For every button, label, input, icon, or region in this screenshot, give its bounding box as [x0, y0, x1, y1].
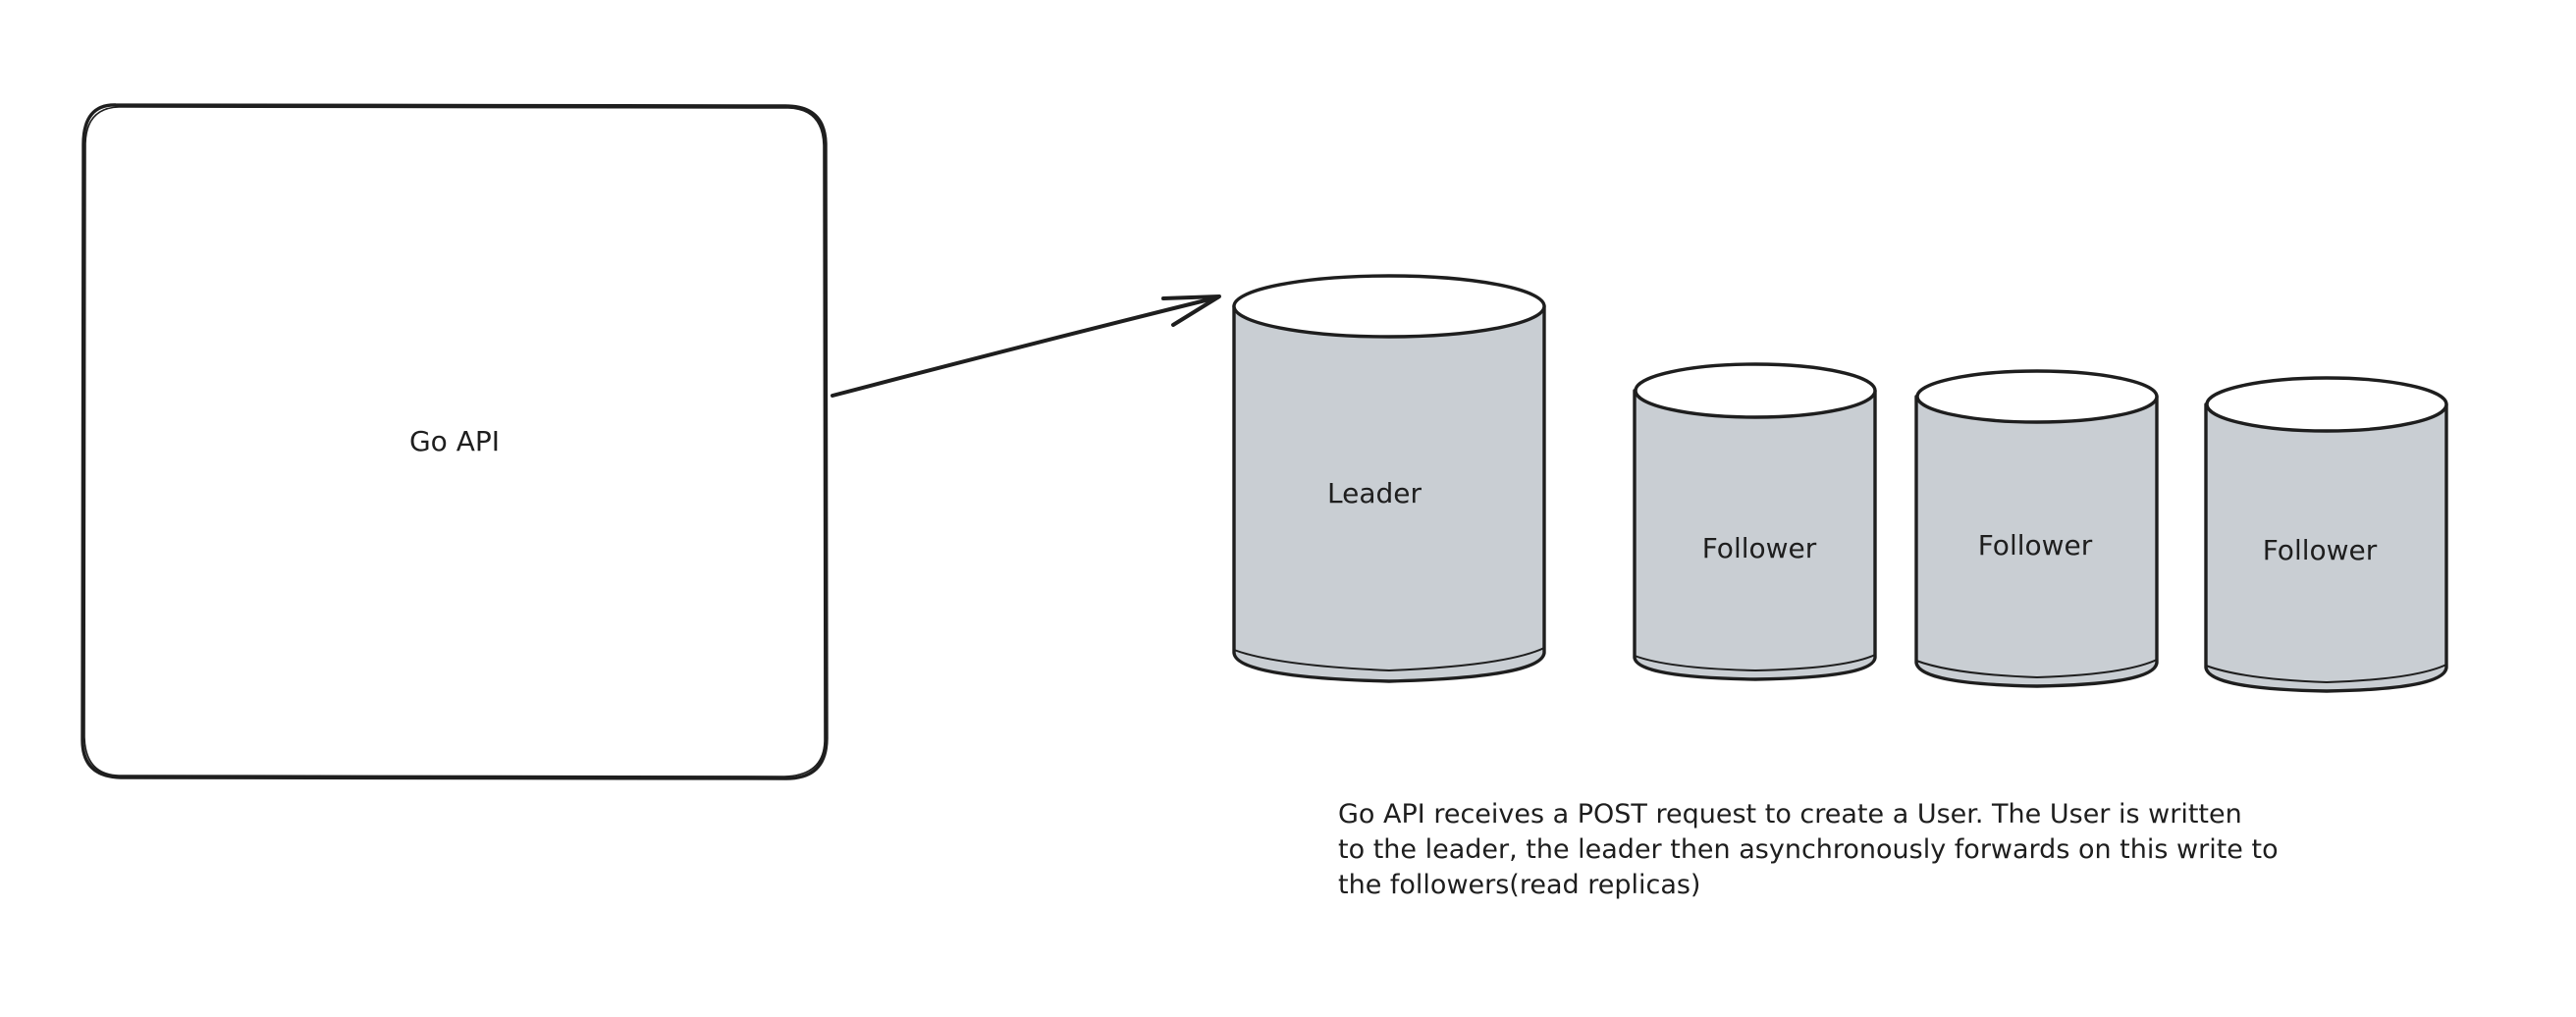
follower-db-node[interactable]: Follower: [1633, 362, 1877, 681]
follower-db-body: [2204, 402, 2448, 693]
write-arrow: [831, 294, 1221, 398]
follower-db-bottom-rim: [2205, 664, 2447, 683]
follower-db-top: [1634, 362, 1877, 419]
write-arrow-head: [1161, 294, 1221, 327]
follower-db-label: Follower: [2263, 534, 2378, 566]
follower-db-body: [1914, 395, 2159, 688]
go-api-label: Go API: [409, 425, 500, 457]
follower-db-bottom-rim: [1634, 654, 1876, 671]
leader-db-bottom-rim: [1233, 647, 1545, 671]
write-arrow-shaft: [831, 295, 1219, 398]
follower-db-top: [2205, 376, 2448, 433]
description-text: Go API receives a POST request to create…: [1338, 799, 2279, 900]
leader-db-label: Leader: [1327, 477, 1422, 509]
leader-db-top: [1232, 274, 1546, 339]
leader-db-node[interactable]: Leader: [1232, 274, 1546, 683]
follower-db-top: [1915, 369, 2159, 424]
go-api-box: [80, 103, 829, 780]
go-api-node[interactable]: Go API: [80, 103, 829, 780]
follower-db-bottom-rim: [1915, 659, 2158, 678]
follower-db-body: [1633, 389, 1877, 681]
leader-db-body: [1232, 304, 1546, 683]
follower-db-node[interactable]: Follower: [2204, 376, 2448, 693]
follower-db-label: Follower: [1978, 529, 2093, 562]
follower-db-node[interactable]: Follower: [1914, 369, 2159, 688]
go-api-box-overstroke: [83, 106, 826, 777]
follower-db-label: Follower: [1702, 532, 1817, 564]
